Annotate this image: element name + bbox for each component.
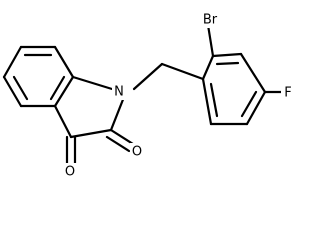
fluorine-label-bg: [281, 84, 295, 101]
bond-c2-o-a: [109, 128, 135, 146]
bond-c7a-n: [71, 75, 114, 91]
bond-c5-c4-inner: [12, 75, 29, 101]
oxygen-bottom-label-bg: [63, 163, 78, 181]
bond-ar3-ar4: [239, 52, 267, 94]
bond-ch2-cipso: [160, 62, 205, 81]
bond-c2-c3: [69, 128, 113, 139]
bond-ar4-ar5-inner: [240, 90, 258, 118]
bonds: [2, 23, 283, 165]
fluorine-label: F: [284, 86, 291, 101]
nitrogen-label: N: [114, 85, 124, 100]
oxygen-top-label-bg: [130, 143, 145, 160]
bond-ar6-ar1: [201, 77, 213, 126]
bond-ar1-ar2: [201, 54, 215, 81]
bond-c5-c4: [2, 75, 23, 108]
bond-n-ch2: [132, 62, 164, 91]
bond-c3a-c7a-inner: [49, 75, 66, 101]
bond-ar2-ar3-inner: [215, 61, 240, 66]
bond-ar2-br: [206, 23, 215, 58]
bromine-label: Br: [203, 13, 218, 28]
bond-ar2-ar3: [211, 52, 243, 58]
bond-c7a-c7: [53, 45, 75, 79]
bond-c6-c5: [2, 45, 23, 79]
oxygen-top-label: O: [132, 145, 142, 160]
oxygen-bottom-label: O: [65, 165, 75, 180]
bond-ar6-ar1-inner: [209, 82, 219, 118]
nitrogen-label-bg: [112, 82, 126, 100]
bond-c2-o-b: [105, 135, 131, 153]
atom-labels: N Br F O O: [63, 10, 295, 181]
bond-c3-c3a: [53, 104, 73, 139]
bond-ar4-ar5: [245, 90, 267, 126]
molecule-structure: N Br F O O: [2, 10, 295, 181]
bond-n-c2: [109, 95, 126, 132]
bond-c3a-c7a: [53, 75, 75, 108]
bromine-label-bg: [199, 10, 221, 28]
